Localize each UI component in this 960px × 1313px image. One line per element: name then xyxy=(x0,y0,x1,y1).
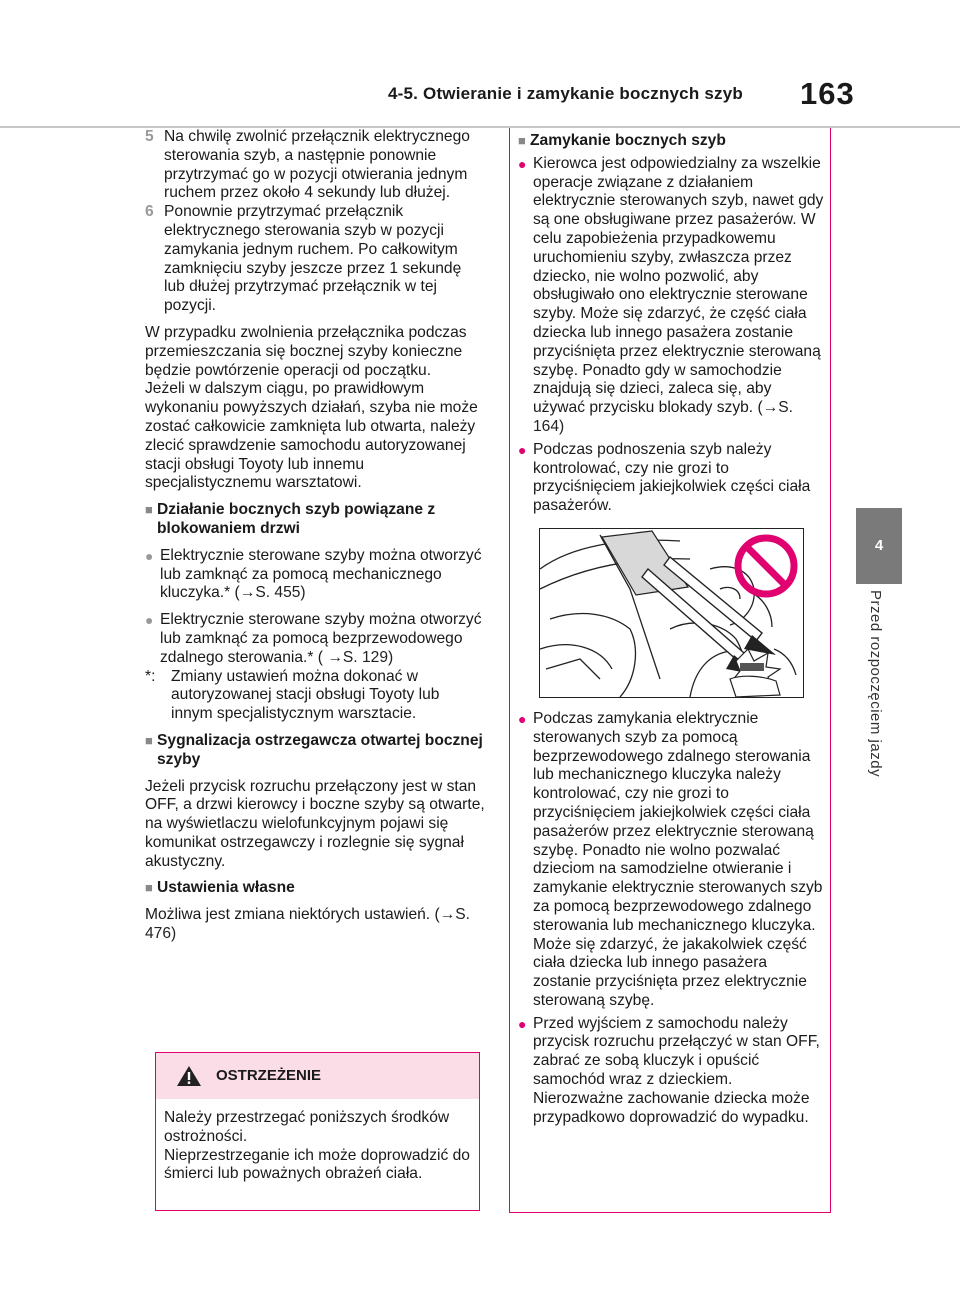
chapter-tab[interactable]: 4 xyxy=(856,508,902,584)
panel-heading: ■ Zamykanie bocznych szyb xyxy=(518,132,726,149)
list-item: ● Podczas zamykania elektrycznie sterowa… xyxy=(518,709,823,1009)
step-text: Ponownie przytrzymać przełącznik elektry… xyxy=(164,203,462,315)
list-item: ● Kierowca jest odpowiedzialny za wszelk… xyxy=(518,154,824,435)
warning-title: OSTRZEŻENIE xyxy=(216,1067,322,1084)
bullet-dot-icon: ● xyxy=(518,1015,527,1032)
step-text: Na chwilę zwolnić przełącznik elektryczn… xyxy=(164,128,470,202)
page-reference-link[interactable]: →S. 476) xyxy=(145,906,470,943)
page-reference-link[interactable]: →S. 129) xyxy=(327,648,394,666)
footnote: *: Zmiany ustawień można dokonać w autor… xyxy=(145,667,440,723)
bullet-dot-icon: ● xyxy=(145,612,154,629)
page-reference-link[interactable]: →S. 164) xyxy=(533,399,793,435)
square-bullet-icon: ■ xyxy=(145,502,153,518)
paragraph: Jeżeli w dalszym ciągu, po prawidłowym w… xyxy=(145,380,478,492)
bullet-dot-icon: ● xyxy=(145,547,154,564)
caution-panel: ■ Zamykanie bocznych szyb ● Kierowca jes… xyxy=(509,128,831,1213)
list-item: ● Elektrycznie sterowane szyby można otw… xyxy=(145,546,482,602)
section-heading: ■ Działanie bocznych szyb powiązane z bl… xyxy=(145,501,436,537)
list-item: ● Przed wyjściem z samochodu należy przy… xyxy=(518,1014,820,1126)
step-number: 6 xyxy=(145,203,154,221)
section-heading: ■ Ustawienia własne xyxy=(145,879,295,897)
window-pinch-illustration xyxy=(539,527,804,698)
bullet-dot-icon: ● xyxy=(518,710,527,727)
warning-triangle-icon xyxy=(177,1066,201,1086)
bullet-dot-icon: ● xyxy=(518,155,527,172)
step-number: 5 xyxy=(145,128,154,145)
car-interior-illustration xyxy=(539,530,797,698)
page-reference-link[interactable]: →S. 455) xyxy=(239,584,306,602)
page-number: 163 xyxy=(800,76,855,111)
bullet-dot-icon: ● xyxy=(518,441,527,458)
paragraph: Możliwa jest zmiana niektórych ustawień.… xyxy=(145,906,470,943)
paragraph: W przypadku zwolnienia przełącznika podc… xyxy=(145,323,467,379)
section-heading: ■ Sygnalizacja ostrzegawcza otwartej boc… xyxy=(145,731,483,768)
list-item: ● Podczas podnoszenia szyb należy kontro… xyxy=(518,440,811,515)
paragraph: Jeżeli przycisk rozruchu przełączony jes… xyxy=(145,777,485,870)
section-title: 4-5. Otwieranie i zamykanie bocznych szy… xyxy=(388,84,743,103)
header-rule xyxy=(0,126,960,128)
warning-box: OSTRZEŻENIE Należy przestrzegać poniższy… xyxy=(155,1052,480,1211)
chapter-label: Przed rozpoczęciem jazdy xyxy=(867,590,884,778)
step-6: 6 Ponownie przytrzymać przełącznik elekt… xyxy=(145,203,485,316)
square-bullet-icon: ■ xyxy=(145,732,153,748)
square-bullet-icon: ■ xyxy=(518,133,526,148)
step-5: 5 Na chwilę zwolnić przełącznik elektryc… xyxy=(145,128,485,203)
prohibition-sign-icon xyxy=(734,534,798,598)
warning-body: Należy przestrzegać poniższych środków o… xyxy=(164,1109,470,1183)
square-bullet-icon: ■ xyxy=(145,880,153,896)
list-item: ● Elektrycznie sterowane szyby można otw… xyxy=(145,611,482,666)
warning-header: OSTRZEŻENIE xyxy=(156,1053,479,1099)
left-column: 5 Na chwilę zwolnić przełącznik elektryc… xyxy=(145,128,485,944)
